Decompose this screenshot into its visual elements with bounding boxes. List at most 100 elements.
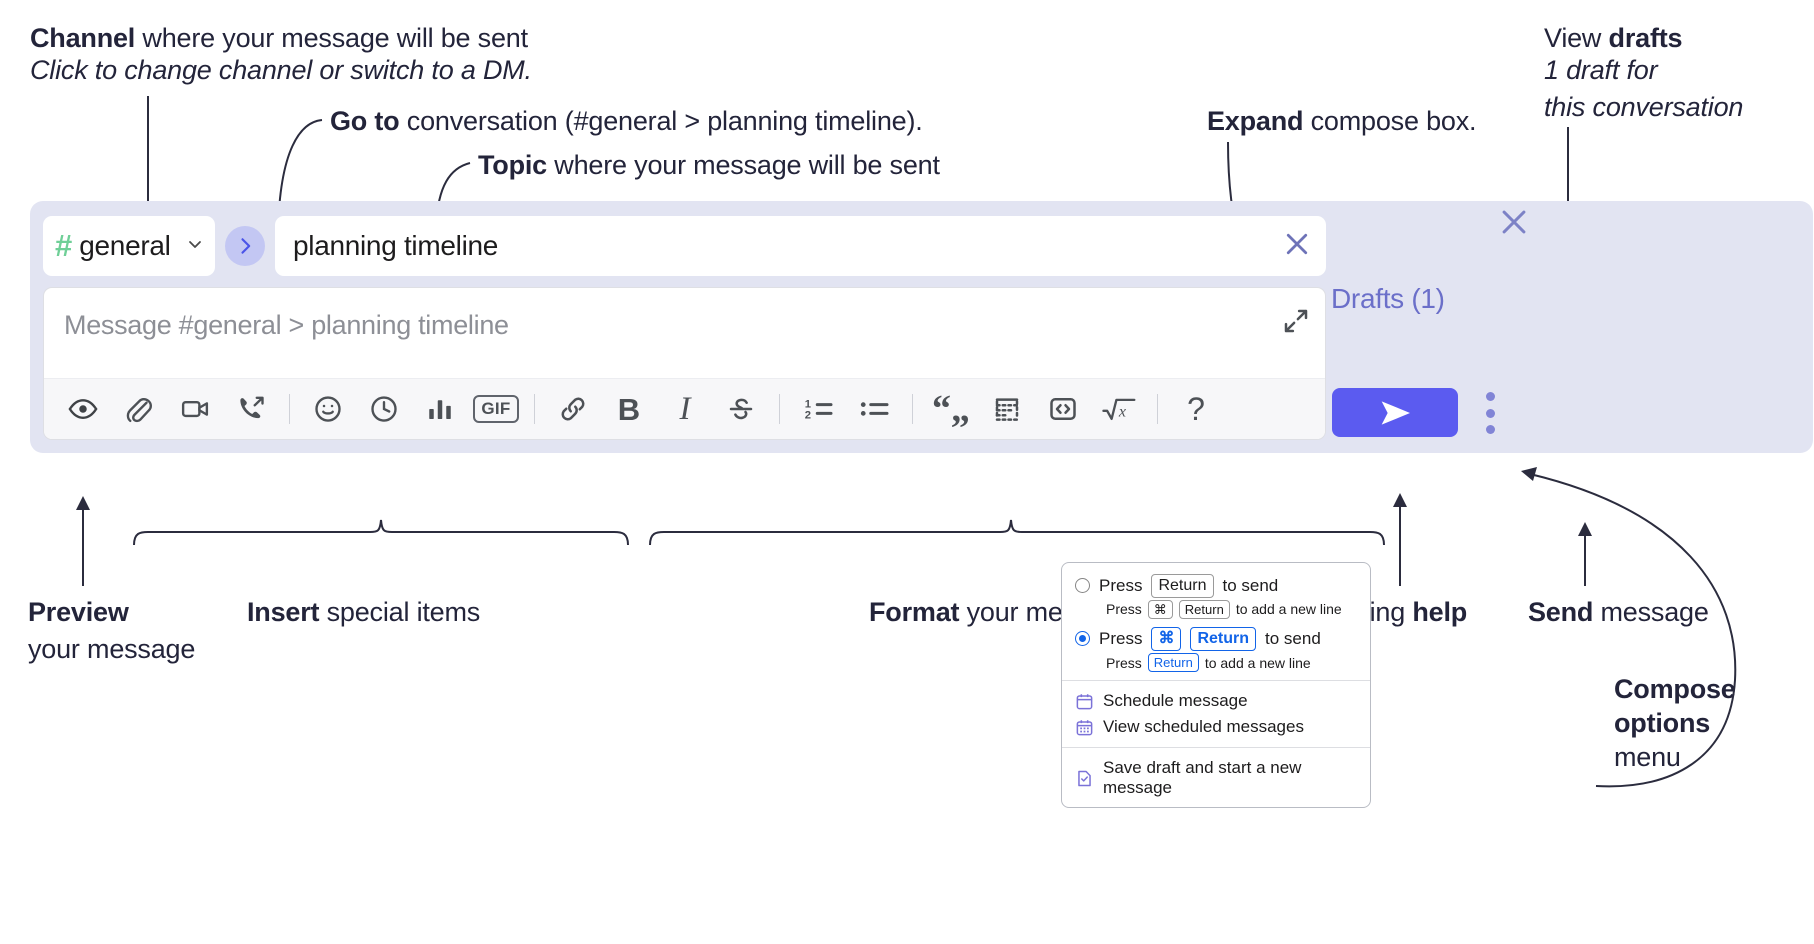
opt-subtext: to add a new line bbox=[1235, 601, 1342, 618]
message-placeholder: Message #general > planning timeline bbox=[64, 310, 509, 340]
emoji-icon[interactable] bbox=[300, 386, 356, 432]
attachment-icon[interactable] bbox=[111, 386, 167, 432]
message-input-box[interactable]: Message #general > planning timeline bbox=[43, 287, 1326, 440]
kebab-dot bbox=[1485, 392, 1495, 401]
send-option-return[interactable]: Press Return to send Press ⌘ Return to a… bbox=[1062, 573, 1370, 620]
menu-item-schedule-message[interactable]: Schedule message bbox=[1062, 688, 1370, 714]
calendar-icon bbox=[1075, 692, 1094, 711]
svg-text:2: 2 bbox=[804, 409, 810, 421]
channel-selector[interactable]: # general bbox=[43, 216, 215, 276]
help-label: ? bbox=[1187, 391, 1205, 427]
key-return: Return bbox=[1190, 627, 1257, 651]
gif-label: GIF bbox=[473, 395, 519, 423]
poll-icon[interactable] bbox=[412, 386, 468, 432]
italic-label: I bbox=[679, 390, 691, 427]
annotation-expand: Expand compose box. bbox=[1207, 106, 1477, 136]
annotation-insert: Insert special items bbox=[247, 597, 481, 627]
compose-panel: Drafts (1) # general bbox=[30, 201, 1813, 453]
close-compose-icon[interactable] bbox=[1497, 205, 1531, 239]
key-return: Return bbox=[1151, 574, 1214, 598]
opt-subtext: to add a new line bbox=[1204, 654, 1311, 671]
opt-subtext: Press bbox=[1106, 654, 1142, 671]
quote-glyph: “„ bbox=[932, 388, 970, 430]
send-option-cmd-return[interactable]: Press ⌘ Return to send Press Return to a… bbox=[1062, 626, 1370, 673]
bulleted-list-icon[interactable] bbox=[846, 386, 902, 432]
toolbar-divider bbox=[289, 394, 290, 424]
menu-item-label: Save draft and start a new message bbox=[1103, 758, 1302, 798]
bold-icon[interactable]: B bbox=[601, 386, 657, 432]
chevron-down-icon bbox=[187, 236, 203, 257]
menu-item-label: View scheduled messages bbox=[1103, 717, 1304, 737]
key-command: ⌘ bbox=[1147, 599, 1173, 620]
annotation-drafts-sub2: this conversation bbox=[1544, 92, 1744, 122]
calendar-grid-icon bbox=[1075, 718, 1094, 737]
toolbar-divider bbox=[1157, 394, 1158, 424]
document-check-icon bbox=[1075, 769, 1094, 788]
toolbar-divider bbox=[779, 394, 780, 424]
code-block-icon[interactable] bbox=[979, 386, 1035, 432]
compose-header-row: # general planning timeline bbox=[43, 215, 1326, 277]
hash-icon: # bbox=[55, 227, 73, 263]
annotation-channel-sub: Click to change channel or switch to a D… bbox=[30, 55, 532, 85]
send-button[interactable] bbox=[1332, 388, 1458, 437]
video-clip-icon[interactable] bbox=[167, 386, 223, 432]
clear-topic-icon[interactable] bbox=[1282, 229, 1312, 264]
reminder-icon[interactable] bbox=[356, 386, 412, 432]
annotation-preview-sub: your message bbox=[28, 634, 196, 664]
svg-text:x: x bbox=[1117, 403, 1125, 420]
annotation-send: Send message bbox=[1528, 597, 1709, 627]
kebab-dot bbox=[1485, 425, 1495, 434]
annotation-compose-options-2: options bbox=[1614, 708, 1711, 738]
annotation-drafts: View drafts bbox=[1544, 23, 1683, 53]
bold-label: B bbox=[617, 391, 641, 427]
compose-inner: # general planning timeline M bbox=[43, 215, 1326, 440]
radio-cmd-return[interactable] bbox=[1075, 631, 1090, 647]
toolbar-divider bbox=[912, 394, 913, 424]
channel-name-label: general bbox=[79, 230, 171, 261]
toolbar-divider bbox=[534, 394, 535, 424]
key-return: Return bbox=[1147, 652, 1199, 673]
key-command: ⌘ bbox=[1151, 627, 1182, 651]
compose-options-menu-button[interactable] bbox=[1478, 392, 1502, 434]
annotation-goto: Go to conversation (#general > planning … bbox=[330, 106, 923, 136]
blockquote-icon[interactable]: “„ bbox=[923, 386, 979, 432]
annotation-preview: Preview bbox=[28, 597, 129, 627]
chevron-right-icon bbox=[241, 238, 251, 254]
send-arrow-icon bbox=[1381, 400, 1410, 425]
key-return: Return bbox=[1178, 599, 1230, 620]
opt-subtext: Press bbox=[1106, 601, 1142, 618]
annotation-compose-options-3: menu bbox=[1614, 742, 1681, 772]
gif-icon[interactable]: GIF bbox=[468, 386, 524, 432]
strikethrough-icon[interactable] bbox=[713, 386, 769, 432]
go-to-conversation-button[interactable] bbox=[225, 226, 265, 266]
opt-text: Press bbox=[1099, 628, 1143, 648]
formatting-help-icon[interactable]: ? bbox=[1168, 386, 1224, 432]
opt-text: to send bbox=[1222, 575, 1279, 595]
expand-compose-icon[interactable] bbox=[1281, 306, 1311, 336]
italic-icon[interactable]: I bbox=[657, 386, 713, 432]
menu-separator bbox=[1062, 680, 1370, 682]
ordered-list-icon[interactable]: 1 2 bbox=[790, 386, 846, 432]
code-icon[interactable] bbox=[1035, 386, 1091, 432]
menu-item-save-draft[interactable]: Save draft and start a new message bbox=[1062, 755, 1370, 801]
kebab-dot bbox=[1485, 408, 1495, 418]
opt-text: to send bbox=[1265, 628, 1321, 648]
compose-options-popup: Press Return to send Press ⌘ Return to a… bbox=[1061, 562, 1371, 809]
menu-item-label: Schedule message bbox=[1103, 691, 1248, 711]
annotation-topic: Topic where your message will be sent bbox=[478, 150, 940, 180]
audio-clip-icon[interactable] bbox=[223, 386, 279, 432]
preview-icon[interactable] bbox=[55, 386, 111, 432]
menu-item-view-scheduled-messages[interactable]: View scheduled messages bbox=[1062, 714, 1370, 740]
opt-text: Press bbox=[1099, 575, 1143, 595]
annotation-compose-options-1: Compose bbox=[1614, 674, 1736, 704]
topic-field[interactable]: planning timeline bbox=[275, 216, 1326, 276]
math-icon[interactable]: x bbox=[1091, 386, 1147, 432]
annotation-channel: Channel where your message will be sent bbox=[30, 23, 528, 53]
formatting-toolbar: GIF B I bbox=[44, 378, 1325, 439]
drafts-link[interactable]: Drafts (1) bbox=[1331, 283, 1445, 314]
topic-value: planning timeline bbox=[293, 230, 499, 261]
radio-return[interactable] bbox=[1075, 578, 1090, 594]
link-icon[interactable] bbox=[545, 386, 601, 432]
